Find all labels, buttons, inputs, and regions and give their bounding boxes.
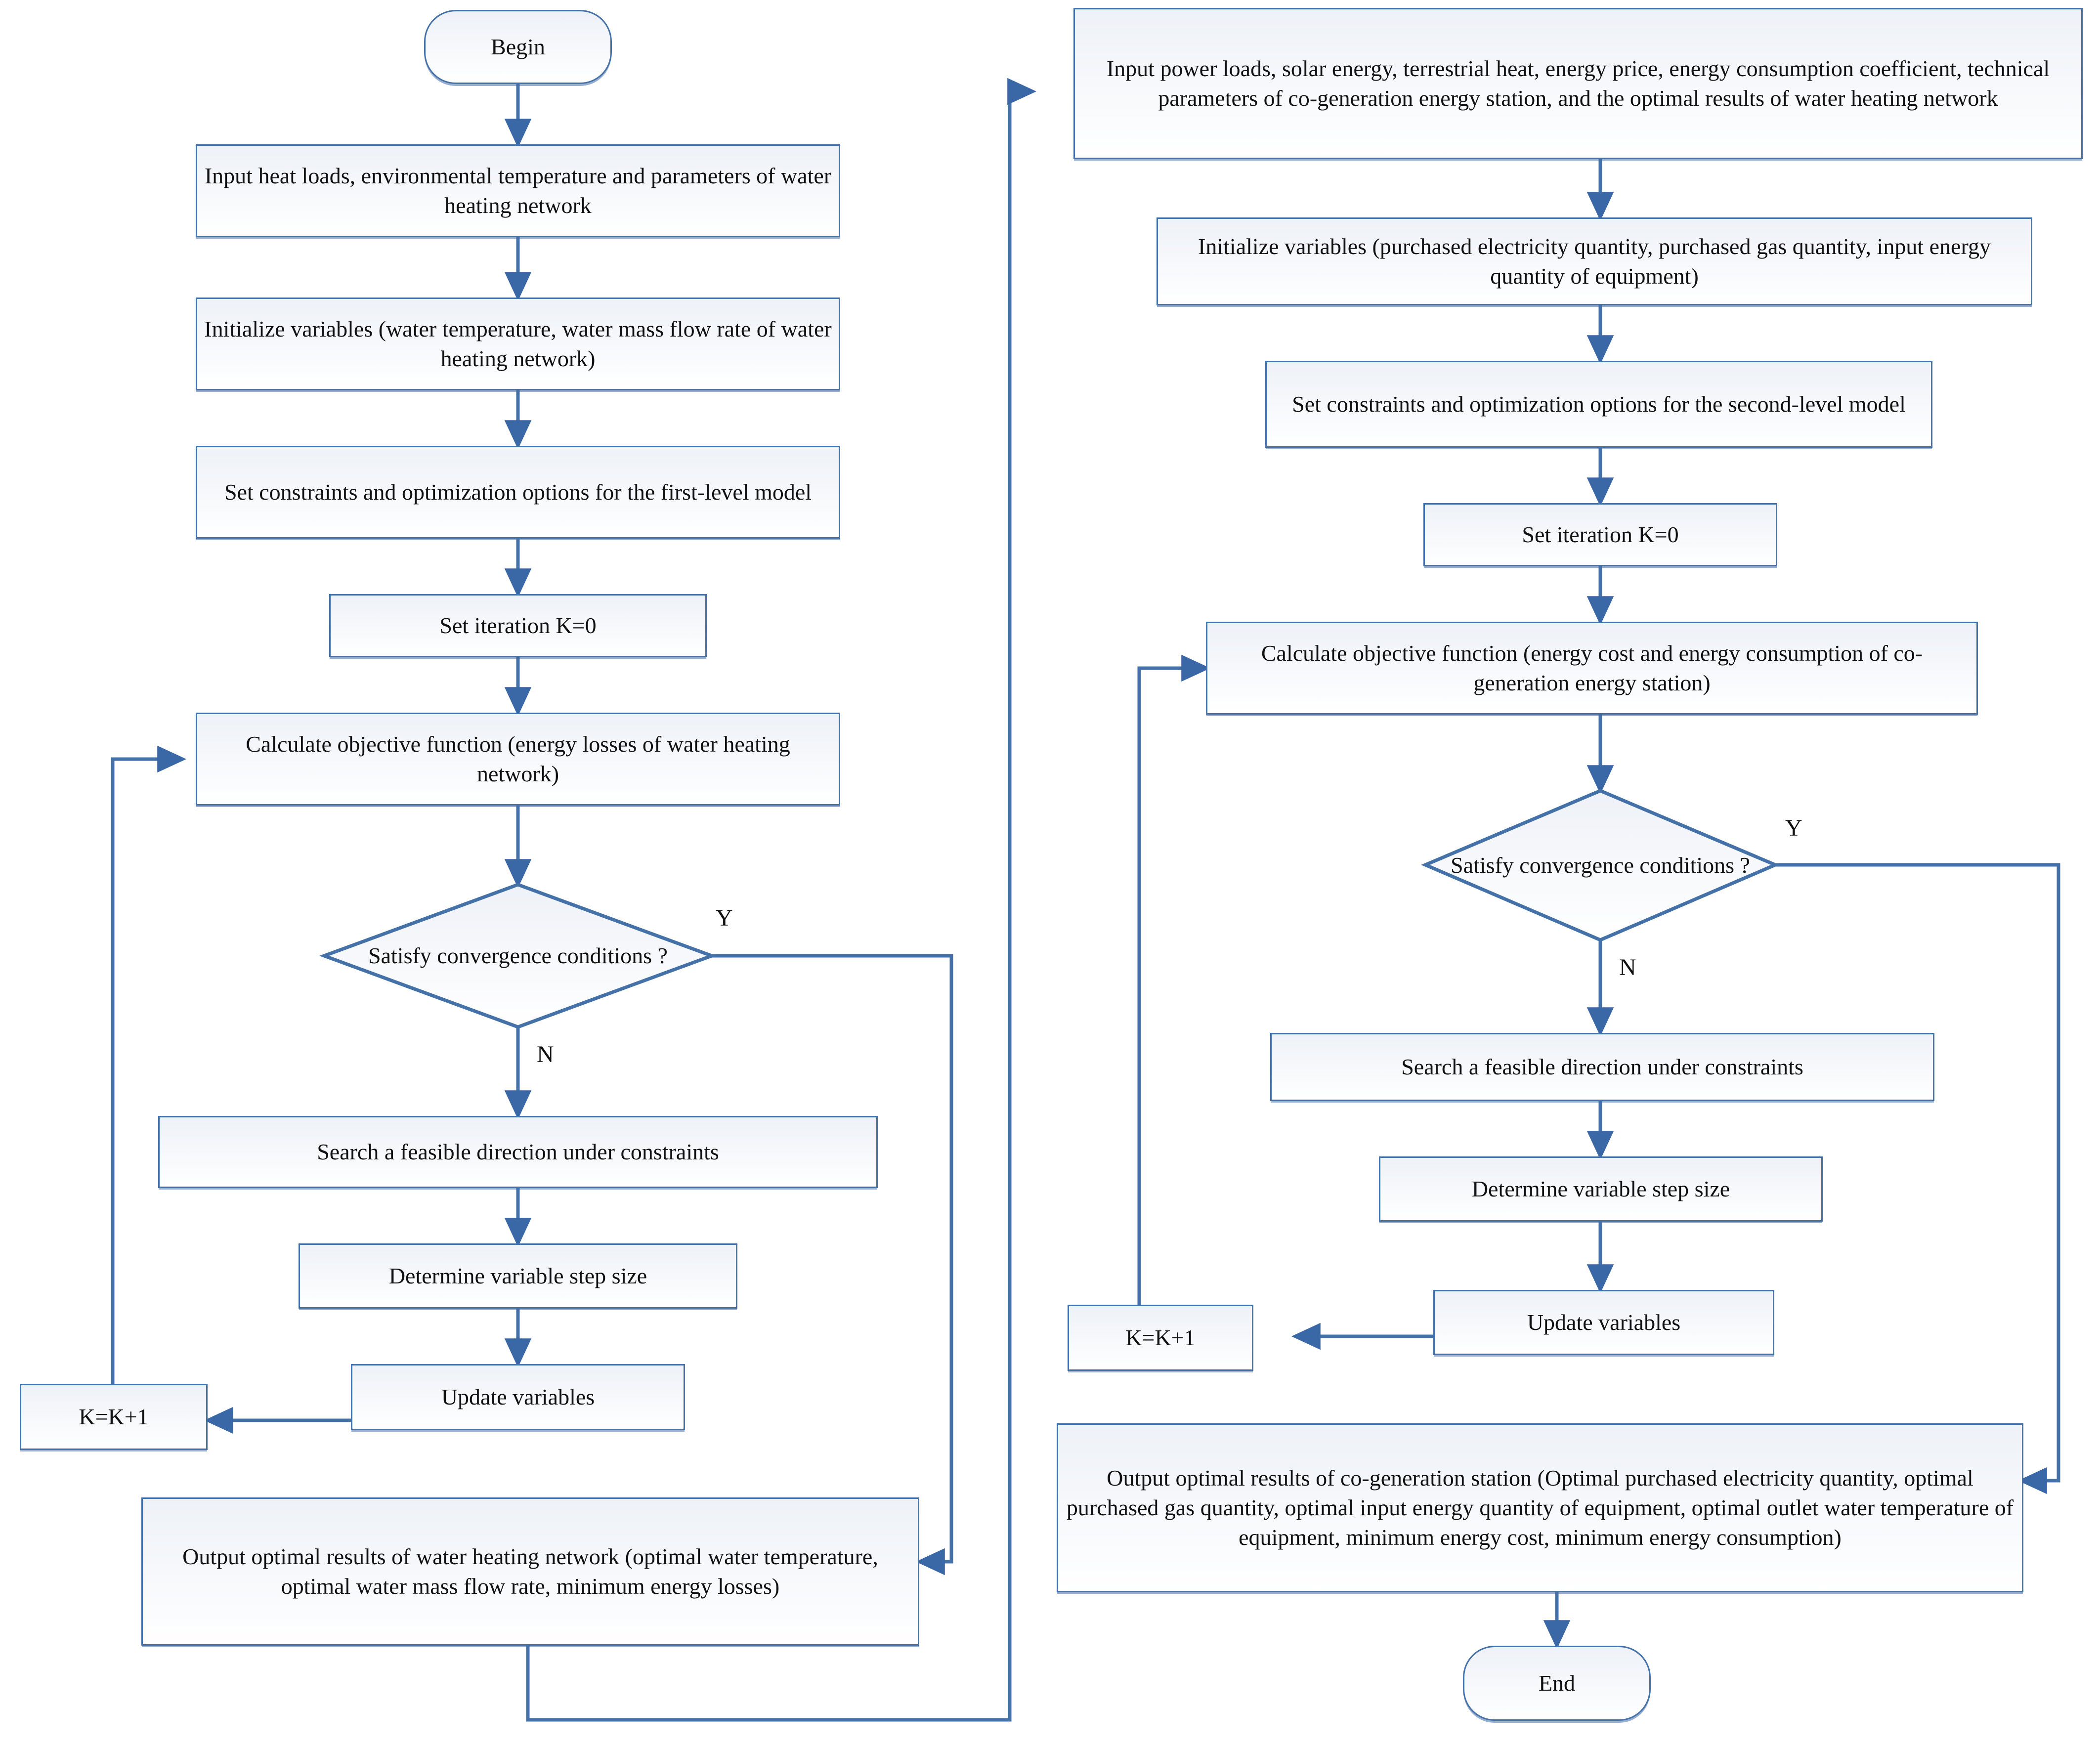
left-output-label: Output optimal results of water heating … — [182, 1544, 878, 1599]
right-output-label: Output optimal results of co-generation … — [1066, 1465, 2014, 1550]
right-input-label: Input power loads, solar energy, terrest… — [1106, 56, 2050, 111]
right-iteration-label: Set iteration K=0 — [1522, 522, 1679, 548]
begin-terminal[interactable]: Begin — [424, 10, 612, 84]
left-input-label: Input heat loads, environmental temperat… — [204, 163, 832, 218]
left-search-step[interactable]: Search a feasible direction under constr… — [158, 1116, 878, 1188]
right-constraints-step[interactable]: Set constraints and optimization options… — [1265, 361, 1932, 448]
right-update-step[interactable]: Update variables — [1433, 1290, 1774, 1355]
right-decision-label: Satisfy convergence conditions ? — [1451, 852, 1750, 878]
right-initialize-step[interactable]: Initialize variables (purchased electric… — [1157, 217, 2032, 305]
left-constraints-label: Set constraints and optimization options… — [224, 479, 812, 505]
edge-decision-yes-to-output — [712, 954, 953, 1576]
end-terminal[interactable]: End — [1463, 1646, 1651, 1721]
right-input-step[interactable]: Input power loads, solar energy, terrest… — [1073, 8, 2083, 159]
left-iteration-label: Set iteration K=0 — [439, 613, 597, 639]
right-objective-step[interactable]: Calculate objective function (energy cos… — [1206, 622, 1978, 715]
left-decision-no-label: N — [537, 1041, 554, 1067]
right-search-label: Search a feasible direction under constr… — [1401, 1054, 1803, 1080]
right-increment-label: K=K+1 — [1125, 1325, 1196, 1351]
right-output-step[interactable]: Output optimal results of co-generation … — [1057, 1423, 2023, 1592]
left-input-step[interactable]: Input heat loads, environmental temperat… — [196, 144, 840, 237]
right-stepsize-step[interactable]: Determine variable step size — [1379, 1156, 1823, 1222]
left-stepsize-label: Determine variable step size — [388, 1263, 647, 1289]
left-initialize-label: Initialize variables (water temperature,… — [204, 316, 832, 371]
left-search-label: Search a feasible direction under constr… — [317, 1139, 719, 1165]
right-decision-node[interactable]: Satisfy convergence conditions ? — [1425, 791, 1775, 940]
left-decision-yes-label: Y — [716, 905, 733, 931]
right-stepsize-label: Determine variable step size — [1471, 1176, 1730, 1202]
right-iteration-step[interactable]: Set iteration K=0 — [1423, 503, 1777, 566]
right-constraints-label: Set constraints and optimization options… — [1292, 391, 1906, 417]
left-objective-step[interactable]: Calculate objective function (energy los… — [196, 713, 840, 806]
left-output-step[interactable]: Output optimal results of water heating … — [141, 1497, 919, 1646]
left-decision-label: Satisfy convergence conditions ? — [368, 942, 668, 968]
left-initialize-step[interactable]: Initialize variables (water temperature,… — [196, 298, 840, 390]
left-iteration-step[interactable]: Set iteration K=0 — [329, 594, 707, 657]
right-increment-step[interactable]: K=K+1 — [1068, 1305, 1253, 1371]
end-label: End — [1538, 1670, 1576, 1696]
right-decision-no-label: N — [1619, 954, 1636, 981]
right-search-step[interactable]: Search a feasible direction under constr… — [1270, 1033, 1934, 1101]
right-objective-label: Calculate objective function (energy cos… — [1261, 640, 1923, 695]
left-update-label: Update variables — [441, 1384, 595, 1410]
edge-r-increment-to-objective-feedback — [1137, 654, 1210, 1305]
right-initialize-label: Initialize variables (purchased electric… — [1198, 234, 1991, 289]
right-decision-yes-label: Y — [1785, 815, 1802, 841]
left-increment-label: K=K+1 — [79, 1404, 149, 1430]
edge-increment-to-objective-feedback — [111, 745, 186, 1384]
left-stepsize-step[interactable]: Determine variable step size — [299, 1243, 737, 1309]
left-increment-step[interactable]: K=K+1 — [20, 1384, 208, 1450]
left-objective-label: Calculate objective function (energy los… — [246, 731, 790, 786]
begin-label: Begin — [491, 34, 545, 60]
right-update-label: Update variables — [1527, 1310, 1681, 1335]
left-decision-node[interactable]: Satisfy convergence conditions ? — [324, 885, 712, 1027]
left-constraints-step[interactable]: Set constraints and optimization options… — [196, 446, 840, 539]
left-update-step[interactable]: Update variables — [351, 1364, 685, 1430]
